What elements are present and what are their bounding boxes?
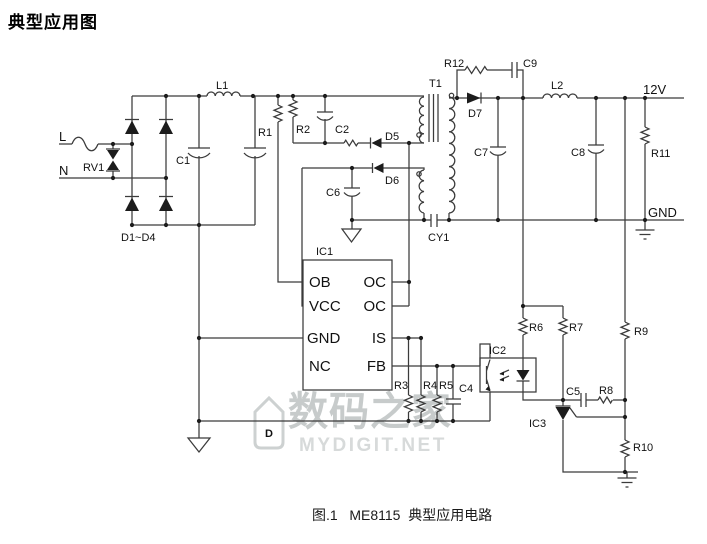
output-stage (437, 62, 684, 240)
phototransistor-icon (485, 359, 491, 391)
watermark: D 数码之家 MYDIGIT.NET (250, 392, 480, 472)
ground-triangle-small-icon (340, 220, 363, 244)
bridge-rectifier (125, 96, 255, 226)
capacitor-c4-icon (446, 366, 461, 421)
label-r9: R9 (634, 326, 648, 338)
label-r6: R6 (529, 322, 543, 334)
junction-dots (110, 93, 648, 475)
label-live: L (59, 129, 66, 144)
label-l2: L2 (551, 80, 563, 92)
watermark-logo: D (253, 396, 285, 450)
label-c8: C8 (571, 147, 585, 159)
label-r3: R3 (394, 380, 408, 392)
capacitor-cy1-icon (430, 214, 438, 227)
label-r1: R1 (258, 127, 272, 139)
label-d5: D5 (385, 131, 399, 143)
feedback-network (479, 98, 638, 488)
label-t1: T1 (429, 78, 442, 90)
pin-gnd: GND (307, 330, 341, 347)
label-cy1: CY1 (428, 232, 449, 244)
capacitor-c8-icon (587, 98, 605, 220)
primary-ground (186, 220, 490, 454)
label-neutral: N (59, 163, 68, 178)
label-d7: D7 (468, 108, 482, 120)
capacitor-c2-icon (316, 96, 334, 143)
pin-is: IS (372, 330, 386, 347)
aux-winding-icon (418, 169, 425, 214)
emi-filter (132, 91, 424, 225)
label-bridge: D1~D4 (121, 232, 156, 244)
label-c6: C6 (326, 187, 340, 199)
snubber-r12-c9 (456, 62, 524, 98)
page-title: 典型应用图 (8, 13, 98, 32)
inductor-l1-icon (206, 91, 241, 97)
pin-ob: OB (309, 274, 331, 291)
label-r2: R2 (296, 124, 310, 136)
capacitor-c1-icon (187, 96, 211, 225)
ground-triangle-icon (186, 437, 212, 454)
led-icon (516, 370, 530, 381)
c5-r8-branch (563, 393, 625, 407)
labels: L N RV1 D1~D4 C1 L1 R1 R2 C2 D5 D6 C6 IC… (59, 58, 677, 454)
fuse-icon (71, 136, 99, 152)
label-r7: R7 (569, 322, 583, 334)
label-rv1: RV1 (83, 162, 104, 174)
pin-oc2: OC (364, 298, 387, 315)
shunt-regulator-ic3 (555, 393, 638, 488)
diode-d7-icon (467, 92, 481, 104)
secondary-winding-icon (448, 96, 456, 214)
clamp-and-vcc (273, 96, 431, 307)
diode-d6-icon (373, 163, 384, 173)
pin-nc: NC (309, 358, 331, 375)
transformer-t1 (416, 92, 456, 227)
label-ic3: IC3 (529, 418, 546, 430)
watermark-cn-text: 数码之家 (288, 390, 452, 434)
figure-caption: 图.1 ME8115 典型应用电路 (312, 507, 493, 523)
label-r8: R8 (599, 385, 613, 397)
capacitor-bulk-icon (243, 96, 267, 225)
label-c4: C4 (459, 383, 473, 395)
resistor-small-icon (343, 139, 359, 147)
label-ic2: IC2 (489, 345, 506, 357)
inductor-l2-icon (542, 93, 578, 99)
label-12v: 12V (643, 82, 666, 97)
earth-ground-icon (635, 220, 655, 240)
phase-dot-primary (416, 132, 422, 138)
label-r10: R10 (633, 442, 653, 454)
label-c2: C2 (335, 124, 349, 136)
label-r4: R4 (423, 380, 437, 392)
earth-ground-icon (617, 472, 637, 488)
primary-winding-icon (418, 96, 425, 144)
label-gnd: GND (648, 205, 677, 220)
watermark-logo-letter: D (265, 428, 273, 440)
core-icon (428, 94, 439, 142)
label-r12: R12 (444, 58, 464, 70)
varistor-rv1 (106, 148, 120, 172)
label-ic1: IC1 (316, 246, 333, 258)
pin-oc1: OC (364, 274, 387, 291)
phase-dot-aux (416, 171, 422, 177)
capacitor-c7-icon (489, 98, 507, 220)
optocoupler-ic2 (479, 343, 563, 421)
label-c5: C5 (566, 386, 580, 398)
pin-vcc: VCC (309, 298, 341, 315)
resistor-r12-icon (464, 65, 488, 75)
resistor-r8-icon (597, 395, 613, 405)
label-r11: R11 (651, 148, 670, 160)
light-arrows-icon (499, 369, 510, 381)
label-c7: C7 (474, 147, 488, 159)
capacitor-c6-icon (343, 168, 361, 220)
label-d6: D6 (385, 175, 399, 187)
label-r5: R5 (439, 380, 453, 392)
diode-d5-icon (371, 138, 382, 148)
label-c1: C1 (176, 155, 190, 167)
label-c9: C9 (523, 58, 537, 70)
watermark-en-text: MYDIGIT.NET (299, 435, 447, 456)
label-l1: L1 (216, 80, 228, 92)
tl431-icon (555, 407, 571, 420)
pin-fb: FB (367, 358, 386, 375)
